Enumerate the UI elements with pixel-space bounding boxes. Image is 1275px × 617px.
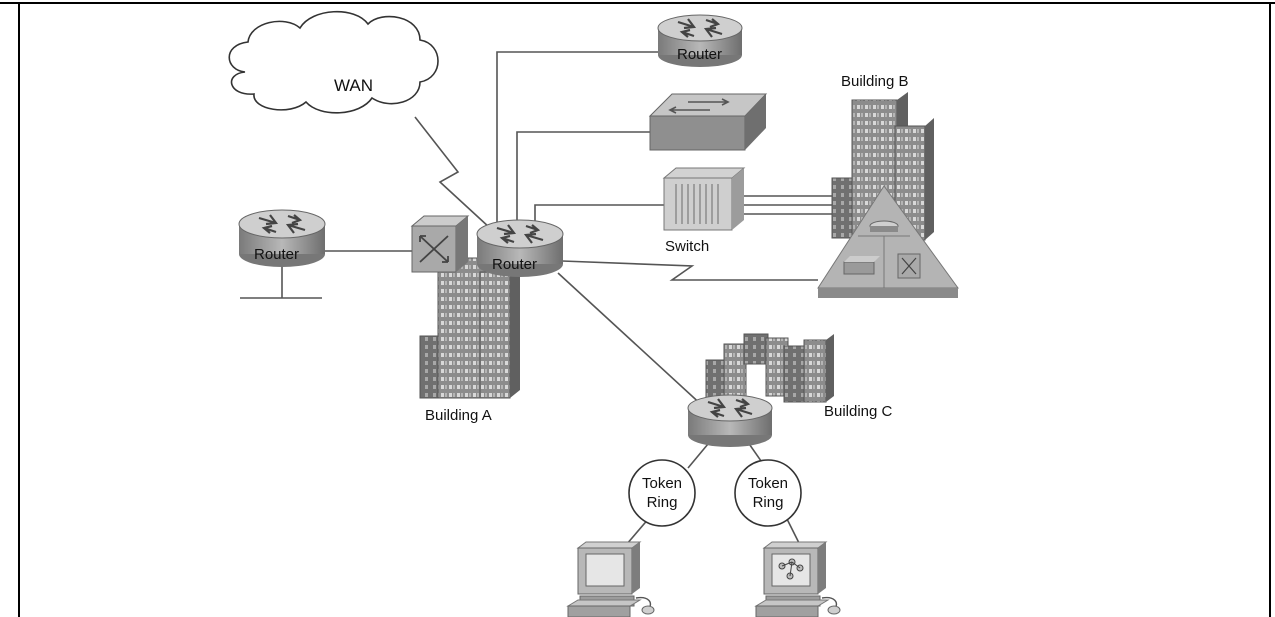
link-top-router (496, 51, 658, 222)
building-a-label: Building A (425, 407, 492, 424)
token-ring-icon (734, 459, 802, 527)
wan-cloud-icon: WAN (228, 10, 439, 114)
workgroup-switch (648, 93, 768, 151)
workstation-icon (566, 541, 655, 617)
token-ring-2-line1: Token (748, 475, 788, 492)
router-icon (496, 224, 544, 244)
workstation-2 (754, 541, 841, 617)
building-b: Building B (817, 73, 959, 298)
links (240, 51, 838, 546)
router-icon (258, 214, 306, 234)
router-building-c (687, 394, 773, 447)
building-b-label: Building B (841, 73, 909, 90)
token-ring-1-line1: Token (642, 475, 682, 492)
token-ring-2: Token Ring (734, 459, 802, 527)
link-lan-switch (534, 204, 664, 226)
router-left-label: Router (254, 246, 299, 263)
router-center-label: Router (492, 256, 537, 273)
token-ring-2-line2: Ring (753, 494, 784, 511)
link-building-c (557, 272, 706, 409)
router-center: Router (476, 219, 564, 277)
multilayer-switch-icon (410, 215, 470, 273)
workgroup-switch-icon (668, 98, 730, 114)
switch-label: Switch (665, 238, 709, 255)
router-top-label: Router (677, 46, 722, 63)
router-icon (677, 18, 723, 38)
token-ring-1-line2: Ring (647, 494, 678, 511)
workstation-icon (754, 541, 841, 617)
token-ring-1: Token Ring (628, 459, 696, 527)
wan-serial-link (414, 116, 491, 229)
building-icon (705, 333, 834, 403)
lan-switch-icon (675, 184, 719, 224)
lan-switch: Switch (662, 167, 746, 255)
router-icon (707, 398, 753, 418)
building-b-campus-block (817, 185, 959, 298)
link-workstation-2 (785, 516, 801, 546)
link-serial-building-b (561, 260, 818, 281)
router-left: Router (238, 209, 326, 267)
wan-label: WAN (334, 76, 373, 95)
token-ring-icon (628, 459, 696, 527)
workstation-1 (566, 541, 655, 617)
building-c: Building C (687, 333, 893, 447)
building-c-label: Building C (824, 403, 893, 420)
link-workgroup-switch (516, 131, 650, 220)
router-top: Router (657, 14, 743, 67)
